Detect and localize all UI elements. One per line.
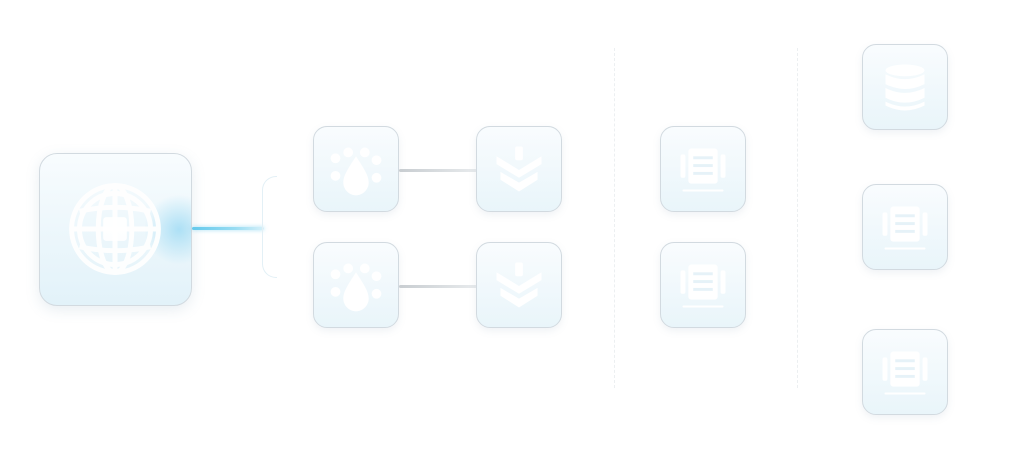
server-icon xyxy=(680,264,726,308)
zone-divider-1 xyxy=(614,48,615,388)
droplet-cluster-icon xyxy=(330,263,382,312)
ingress-router-link-2 xyxy=(399,285,477,288)
service-tile-2 xyxy=(660,242,746,328)
backend-tile-server-1 xyxy=(862,184,948,270)
zone-divider-2 xyxy=(797,48,798,388)
server-icon xyxy=(882,206,928,250)
ingress-tile-1 xyxy=(313,126,399,212)
funnel-layers-icon xyxy=(496,146,542,192)
group-bracket xyxy=(262,176,277,278)
server-icon xyxy=(680,148,726,192)
source-link xyxy=(192,227,264,230)
backend-tile-database xyxy=(862,44,948,130)
router-tile-1 xyxy=(476,126,562,212)
router-tile-2 xyxy=(476,242,562,328)
database-icon xyxy=(885,64,925,111)
backend-tile-server-2 xyxy=(862,329,948,415)
funnel-layers-icon xyxy=(496,262,542,308)
ingress-router-link-1 xyxy=(399,169,477,172)
droplet-cluster-icon xyxy=(330,147,382,196)
source-globe-tile xyxy=(39,153,192,306)
service-tile-1 xyxy=(660,126,746,212)
server-icon xyxy=(882,351,928,395)
globe-icon xyxy=(69,183,161,275)
ingress-tile-2 xyxy=(313,242,399,328)
